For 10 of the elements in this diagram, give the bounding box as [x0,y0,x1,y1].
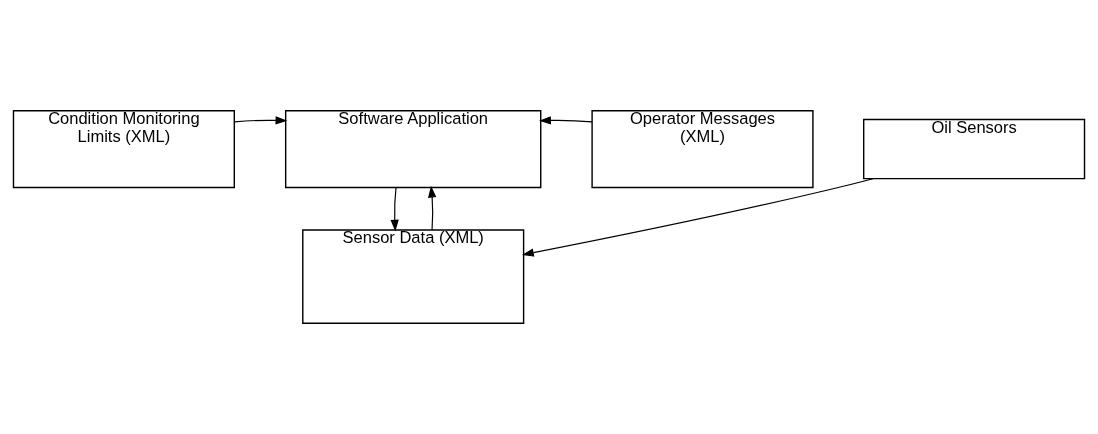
arrow [539,116,593,125]
node-box: Oil Sensors [863,118,1086,180]
node-box: Sensor Data (XML) [302,229,525,324]
arrow [521,178,874,257]
node-box: Operator Messages (XML) [591,110,814,189]
arrow [234,116,288,125]
arrow [428,185,437,231]
arrow [390,186,399,232]
node-box: Software Application [284,110,542,189]
node-box: Condition Monitoring Limits (XML) [12,110,235,189]
